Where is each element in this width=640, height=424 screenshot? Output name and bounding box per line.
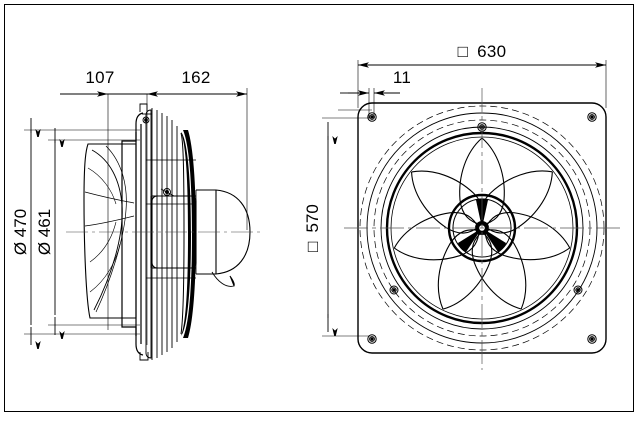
bolt-hole-top-left (367, 112, 377, 122)
dim-label-square-630: □ 630 (458, 42, 507, 61)
dim-label-diameter-470: Ø 470 (11, 209, 30, 255)
dim-label-square-570: □ 570 (303, 204, 322, 252)
dim-label-107: 107 (85, 68, 114, 87)
side-bracket-top (139, 103, 152, 124)
side-elevation-view (24, 88, 262, 361)
side-grille-shade (181, 130, 196, 338)
bolt-hole-bottom-left (367, 334, 377, 344)
square-symbol-630: □ (458, 42, 469, 61)
drawing-border (4, 4, 634, 412)
side-vert-extension-lines (24, 129, 140, 335)
bolt-hole-bottom-right (587, 334, 597, 344)
side-extension-lines (107, 88, 248, 345)
bolt-hole-top-right (587, 112, 597, 122)
side-motor-foot (211, 271, 235, 287)
dim-value-630: 630 (477, 42, 506, 61)
front-centre-lines (344, 88, 624, 370)
side-mounting-plate (121, 112, 144, 356)
square-symbol-570: □ (303, 242, 322, 252)
dim-value-570: 570 (303, 204, 322, 232)
dim-label-11: 11 (393, 68, 411, 87)
front-elevation-view (322, 60, 624, 370)
side-bracket-bottom (139, 352, 149, 361)
dim-label-162: 162 (181, 68, 210, 87)
bolt-hole-left-centre (389, 285, 399, 295)
front-extension-lines-630 (357, 60, 607, 108)
front-extension-lines-570 (322, 117, 370, 337)
side-grille-rings (146, 159, 196, 279)
dim-label-diameter-461: Ø 461 (35, 209, 54, 255)
side-impeller (83, 143, 137, 319)
front-bolt-holes (367, 112, 597, 344)
